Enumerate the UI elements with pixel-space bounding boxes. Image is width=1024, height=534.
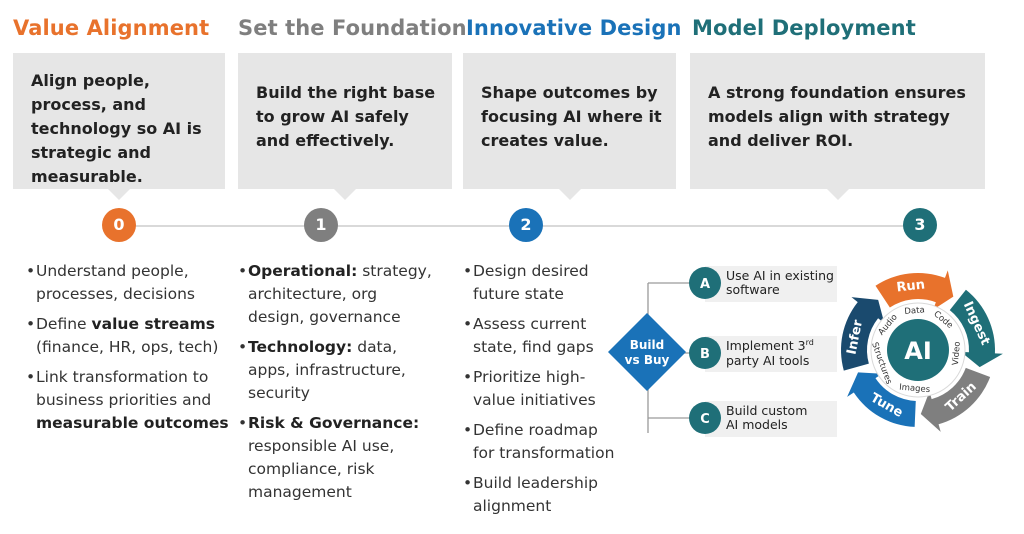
cycle-stage-infer — [841, 297, 885, 371]
diamond-label-line1: Build — [630, 338, 665, 352]
phase-title-innovative-design: Innovative Design — [466, 16, 682, 40]
list-item: Prioritize high-value initiatives — [463, 366, 623, 412]
ai-hub: AI — [870, 302, 966, 398]
option-c-letter: C — [700, 412, 710, 427]
cycle-stage-train — [920, 367, 991, 432]
list-item: Design desired future state — [463, 260, 623, 306]
diamond-label-line2: vs Buy — [625, 353, 670, 367]
card-description: Build the right base to grow AI safely a… — [256, 83, 436, 150]
card-model-deployment: A strong foundation ensures models align… — [690, 53, 985, 200]
cycle-stage-run — [875, 270, 954, 310]
list-item: Define roadmap for transformation — [463, 419, 623, 465]
build-vs-buy-diagram: A Use AI in existing software B Implemen… — [608, 266, 837, 437]
build-vs-buy-diamond: Build vs Buy — [608, 313, 686, 391]
value-alignment-bullets: Understand people, processes, decisions … — [26, 260, 231, 442]
cycle-label-run: Run — [896, 277, 926, 295]
svg-text:Implement 3rd: Implement 3rd — [726, 338, 814, 353]
step-marker-3: 3 — [903, 208, 937, 242]
step-marker-0: 0 — [102, 208, 136, 242]
cycle-stage-ingest — [949, 289, 1003, 368]
ring-word-video: Video — [951, 341, 963, 366]
ring-word-data: Data — [904, 305, 925, 317]
option-a-letter: A — [700, 277, 710, 292]
phase-title-value-alignment: Value Alignment — [13, 16, 210, 40]
option-b: B Implement 3rd party AI tools — [689, 336, 837, 372]
svg-text:AI models: AI models — [726, 417, 788, 432]
step-marker-2: 2 — [509, 208, 543, 242]
list-item: Define value streams (finance, HR, ops, … — [26, 313, 231, 359]
phase-title-model-deployment: Model Deployment — [692, 16, 916, 40]
list-item: Build leadership alignment — [463, 472, 623, 518]
list-item: Link transformation to business prioriti… — [26, 366, 231, 435]
ring-word-images: Images — [899, 383, 931, 396]
svg-text:party AI tools: party AI tools — [726, 353, 809, 368]
card-value-alignment: Align people, process, and technology so… — [13, 53, 225, 200]
option-a: A Use AI in existing software — [689, 266, 837, 302]
option-c: C Build custom AI models — [689, 401, 837, 437]
phase-title-set-foundation: Set the Foundation — [238, 16, 467, 40]
svg-text:software: software — [726, 282, 780, 297]
cycle-arcs — [841, 270, 1003, 432]
step-marker-1: 1 — [304, 208, 338, 242]
cycle-stage-tune — [847, 372, 916, 427]
cycle-label-infer: Infer — [844, 318, 866, 356]
svg-text:Use AI in existing: Use AI in existing — [726, 268, 834, 283]
foundation-bullets: Operational: strategy, architecture, org… — [238, 260, 438, 511]
list-item: Assess current state, find gaps — [463, 313, 623, 359]
card-description: Shape outcomes by focusing AI where it c… — [481, 83, 662, 150]
card-set-foundation: Build the right base to grow AI safely a… — [238, 53, 452, 200]
list-item: Technology: data, apps, infrastructure, … — [238, 336, 438, 405]
card-description: A strong foundation ensures models align… — [708, 83, 966, 150]
card-innovative-design: Shape outcomes by focusing AI where it c… — [463, 53, 676, 200]
list-item: Operational: strategy, architecture, org… — [238, 260, 438, 329]
ai-center-label: AI — [904, 337, 932, 365]
option-b-letter: B — [700, 347, 710, 362]
design-bullets: Design desired future state Assess curre… — [463, 260, 623, 525]
list-item: Understand people, processes, decisions — [26, 260, 231, 306]
list-item: Risk & Governance: responsible AI use, c… — [238, 412, 438, 504]
card-description: Align people, process, and technology so… — [31, 71, 202, 186]
svg-text:Build custom: Build custom — [726, 403, 807, 418]
